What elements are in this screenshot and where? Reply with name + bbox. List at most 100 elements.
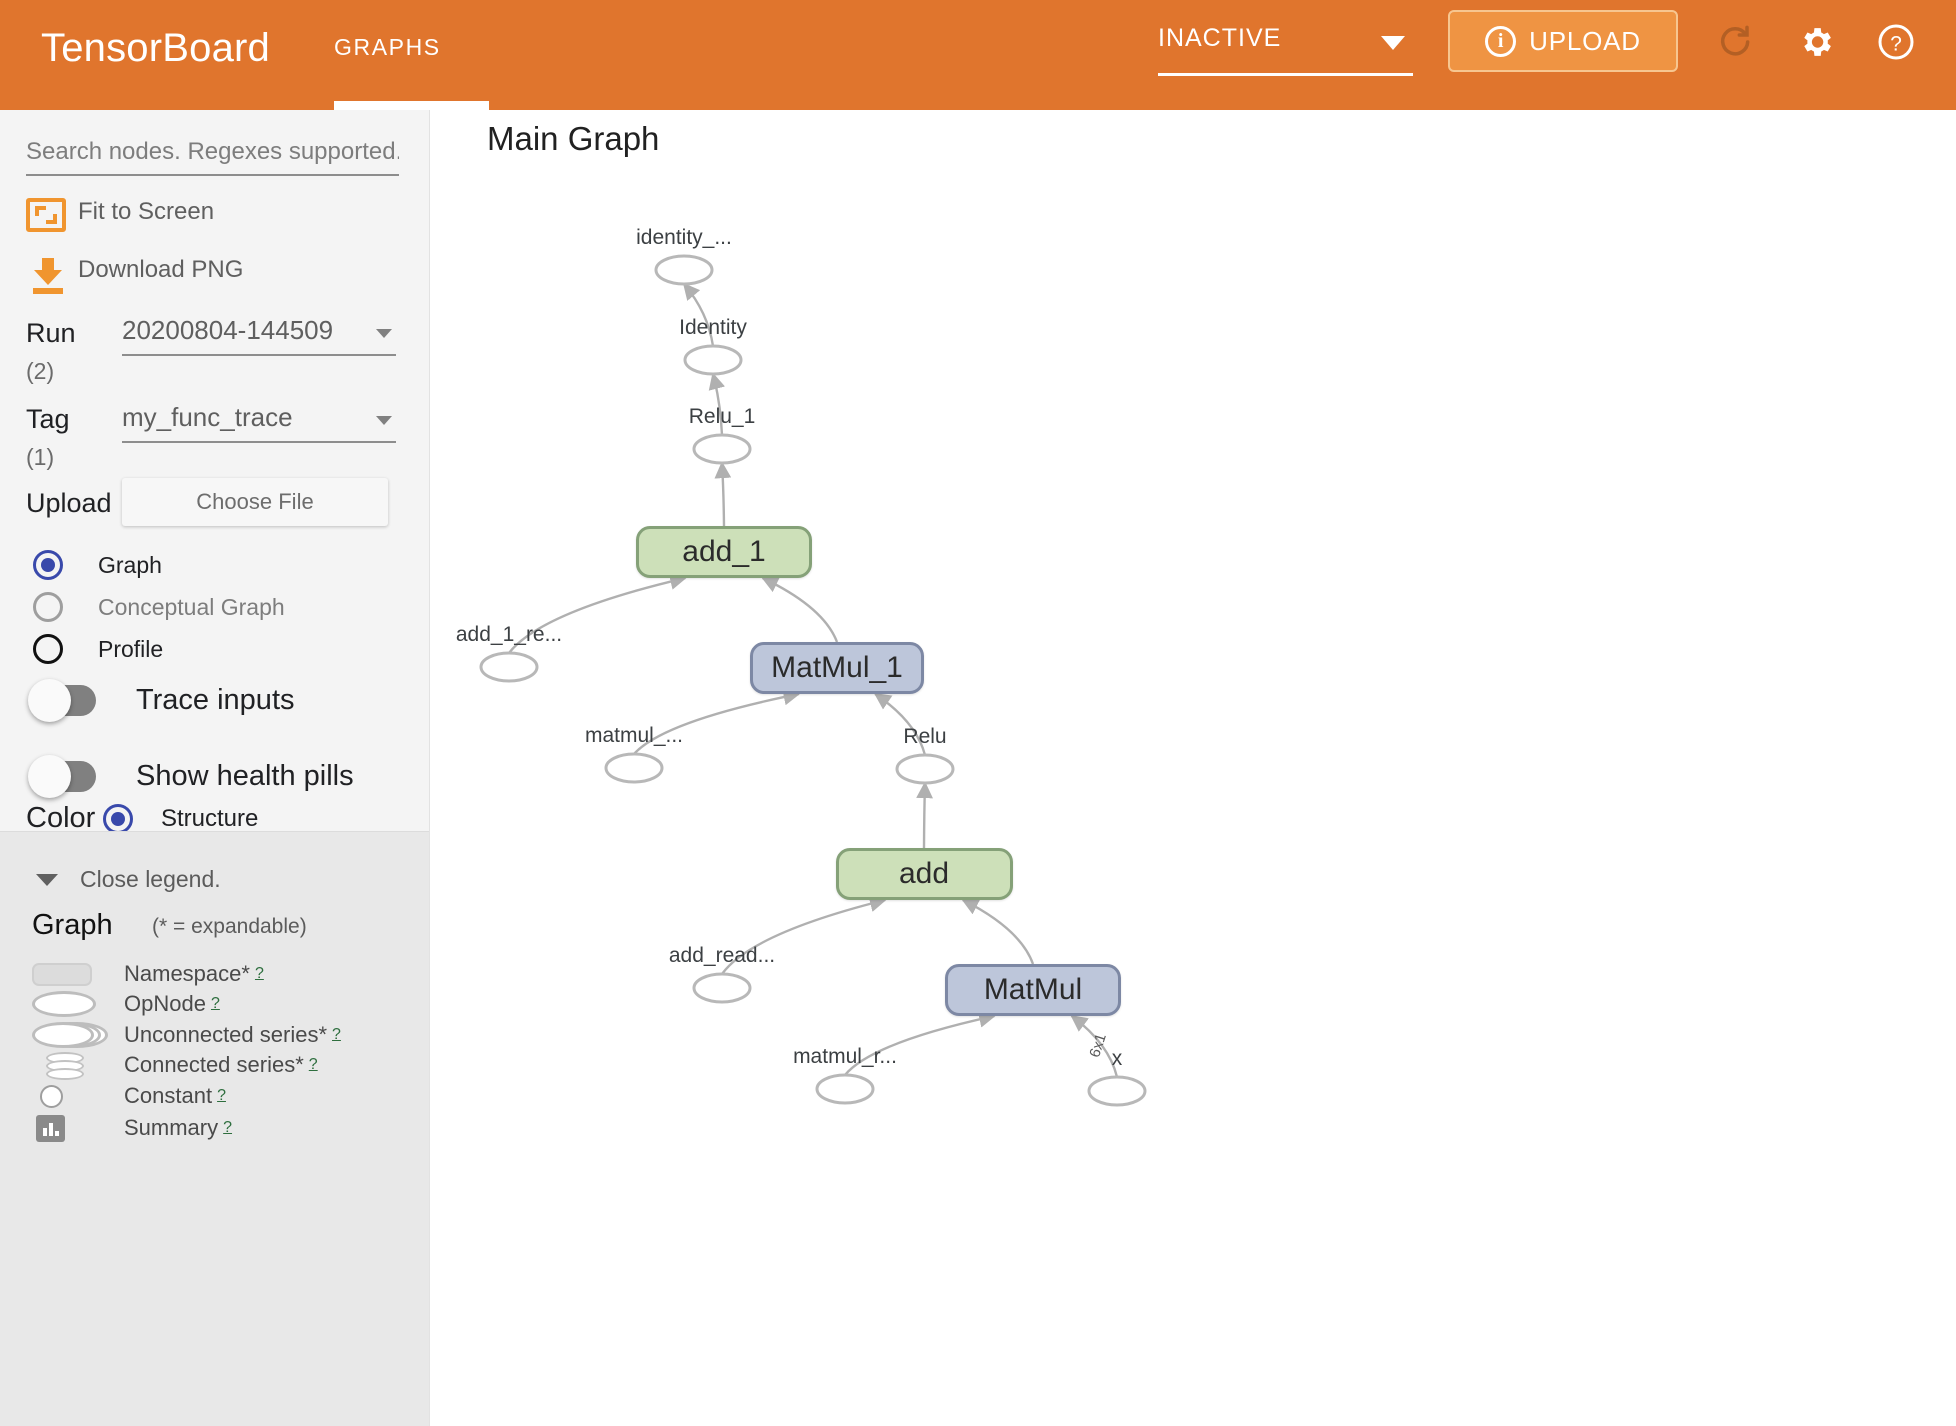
upload-button[interactable]: i UPLOAD [1448, 10, 1678, 72]
legend-item-label: OpNode [124, 990, 206, 1016]
graph-op-node[interactable] [683, 344, 743, 376]
help-icon[interactable]: ? [210, 994, 220, 1012]
help-icon[interactable]: ? [308, 1055, 318, 1073]
graph-svg [479, 254, 1147, 1107]
run-label: Run [26, 318, 76, 348]
graph-edge [761, 576, 839, 643]
chevron-down-icon [36, 873, 58, 886]
graph-op-node[interactable] [654, 254, 714, 286]
tag-label: Tag [26, 404, 70, 434]
legend-panel: Close legend. Graph (* = expandable) Nam… [0, 831, 429, 1426]
upload-button-label: UPLOAD [1529, 25, 1641, 56]
close-legend-label: Close legend. [80, 866, 221, 892]
show-health-pills-switch [28, 755, 96, 798]
graph-node-label: x [1111, 1047, 1123, 1070]
help-icon[interactable]: ? [1870, 16, 1922, 68]
run-state-dropdown[interactable]: INACTIVE [1158, 24, 1413, 76]
refresh-glyph [1720, 25, 1750, 56]
legend-item: Summary ? [32, 1112, 412, 1143]
graph-edges [508, 282, 1119, 1078]
graph-op-node[interactable] [479, 651, 539, 683]
help-icon[interactable]: ? [332, 1025, 341, 1043]
graph-node-label: Identity [679, 316, 747, 339]
graph-node-label: Relu_1 [688, 405, 756, 428]
radio-color-structure-indicator [103, 804, 133, 834]
graph-op-nodes [479, 254, 1147, 1107]
radio-profile-indicator [33, 634, 63, 664]
trace-inputs-label: Trace inputs [136, 684, 295, 716]
radio-conceptual-graph-label: Conceptual Graph [98, 593, 285, 620]
fit-to-screen-icon [26, 198, 66, 232]
legend-item: Connected series* ? [32, 1049, 412, 1080]
refresh-icon[interactable] [1710, 16, 1762, 68]
summary-icon [32, 1113, 124, 1143]
tag-select[interactable]: my_func_trace [122, 402, 396, 443]
download-icon [30, 258, 66, 294]
graph-edge [961, 898, 1035, 965]
tag-count: (1) [26, 444, 55, 470]
graph-namespace-node[interactable]: MatMul_1 [750, 642, 924, 694]
legend-item-label: Namespace* [124, 960, 250, 986]
run-count: (2) [26, 358, 55, 384]
download-png-button[interactable]: Download PNG [26, 256, 243, 294]
graph-edge [714, 461, 732, 527]
sidebar: Fit to Screen Download PNG Run (2) 20200… [0, 110, 430, 1426]
search-input[interactable] [26, 138, 399, 176]
graph-node-label: Relu [903, 725, 947, 748]
run-select[interactable]: 20200804-144509 [122, 315, 396, 356]
radio-profile-label: Profile [98, 635, 164, 662]
legend-item: Unconnected series* ? [32, 1019, 412, 1050]
graph-node-label: matmul_r... [793, 1045, 897, 1068]
graph-edge [682, 282, 715, 347]
graph-node-label: add_1_re... [455, 623, 563, 646]
legend-item-label: Unconnected series* [124, 1021, 328, 1047]
graph-op-node[interactable] [692, 433, 752, 465]
namespace-icon [32, 959, 124, 989]
unconnected-series-icon [32, 1020, 124, 1050]
gear-icon[interactable] [1790, 16, 1842, 68]
legend-item-label: Connected series* [124, 1051, 304, 1077]
legend-title: Graph [32, 909, 113, 941]
tab-graphs[interactable]: GRAPHS [334, 34, 441, 60]
radio-conceptual-graph[interactable]: Conceptual Graph [33, 592, 285, 622]
show-health-pills-label: Show health pills [136, 760, 354, 792]
toggle-trace-inputs[interactable]: Trace inputs [28, 679, 295, 722]
radio-graph-label: Graph [98, 551, 162, 578]
radio-color-structure[interactable]: Structure [103, 804, 258, 834]
choose-file-button[interactable]: Choose File [122, 478, 388, 526]
radio-graph-indicator [33, 550, 63, 580]
help-icon[interactable]: ? [254, 964, 264, 982]
graph-edge [633, 688, 801, 755]
info-icon: i [1485, 25, 1517, 57]
graph-edge [873, 693, 927, 756]
radio-graph[interactable]: Graph [33, 550, 162, 580]
graph-edge [708, 372, 725, 436]
legend-item: Constant ? [32, 1080, 412, 1111]
legend-item: OpNode ? [32, 988, 412, 1019]
toggle-show-health-pills[interactable]: Show health pills [28, 755, 354, 798]
graph-op-node[interactable] [1087, 1075, 1147, 1107]
opnode-icon [32, 989, 124, 1019]
help-icon[interactable]: ? [217, 1086, 226, 1104]
graph-edge [844, 1011, 996, 1076]
graph-namespace-node[interactable]: add_1 [636, 526, 812, 578]
fit-to-screen-button[interactable]: Fit to Screen [26, 198, 214, 232]
graph-namespace-node[interactable]: add [835, 848, 1013, 900]
constant-icon [32, 1081, 124, 1111]
svg-text:?: ? [1890, 32, 1902, 55]
help-icon[interactable]: ? [223, 1118, 233, 1136]
legend-item: Namespace* ? [32, 958, 412, 989]
radio-color-structure-label: Structure [161, 805, 259, 832]
radio-profile[interactable]: Profile [33, 634, 163, 664]
graph-op-node[interactable] [692, 972, 752, 1004]
run-state-label: INACTIVE [1158, 24, 1282, 52]
close-legend-button[interactable]: Close legend. [36, 866, 221, 893]
graph-op-node[interactable] [815, 1073, 875, 1105]
graph-op-node[interactable] [895, 753, 955, 785]
run-select-value: 20200804-144509 [122, 315, 334, 345]
gear-glyph [1804, 28, 1831, 56]
graph-edge [1070, 1014, 1119, 1078]
graph-op-node[interactable] [604, 752, 664, 784]
graph-namespace-node[interactable]: MatMul [945, 964, 1121, 1016]
